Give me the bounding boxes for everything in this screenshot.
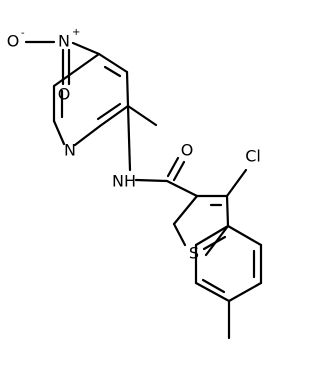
thiophene-bond-5 (172, 194, 199, 226)
carbonyl-oxygen-atom: O (181, 141, 194, 160)
pyridine-inner-bond-1 (103, 65, 122, 78)
thiophene-bond-4 (172, 222, 187, 247)
nitro-oxygen-atom: O (7, 32, 20, 51)
chlorine-atom: Cl (245, 147, 261, 166)
carbonyl-to-thiophene-bond (165, 179, 199, 198)
amide-n-pyridine-bond (126, 104, 132, 172)
carbonyl-double-bond-2 (166, 156, 180, 178)
chlorine-bond (225, 168, 248, 198)
nitro-nitrogen-atom: N (58, 32, 70, 51)
pyridine-bond-1 (97, 52, 129, 74)
nitro-oxygen-atom-2: O (58, 85, 71, 104)
pyridine-bond-7 (52, 52, 101, 88)
chemical-structure-diagram: - O N + O N NH O Cl S (7, 27, 263, 340)
pyridine-bond-2 (125, 70, 130, 108)
nitro-to-ring-bond (71, 41, 101, 56)
pyridine-bond-5 (52, 119, 66, 146)
bond-group (24, 40, 263, 340)
benzene-inner-bond-3 (202, 235, 227, 251)
benzene-bond-3 (227, 281, 263, 303)
pyridine-nitrogen-atom: N (64, 141, 76, 160)
nitro-plus-charge: + (72, 27, 80, 38)
thiophene-bond-2 (225, 194, 230, 228)
nitro-minus-charge: - (21, 28, 25, 39)
benzene-bond-6 (194, 224, 230, 247)
amide-nh-atom: NH (112, 172, 136, 191)
atom-label-group: - O N + O N NH O Cl S (7, 27, 261, 263)
benzene-bond-4 (194, 281, 231, 303)
carbonyl-double-bond-1 (172, 160, 186, 182)
sulfur-atom: S (189, 244, 199, 263)
pyridine-bond-4 (73, 124, 102, 147)
amide-n-c-bond (134, 178, 169, 183)
benzene-inner-bond-2 (201, 278, 226, 294)
pyridine-bond-3 (98, 104, 130, 128)
pyridine-inner-bond-2 (96, 102, 122, 121)
pyridine-to-amide-bond (126, 104, 158, 127)
benzene-bond-1 (226, 224, 263, 247)
